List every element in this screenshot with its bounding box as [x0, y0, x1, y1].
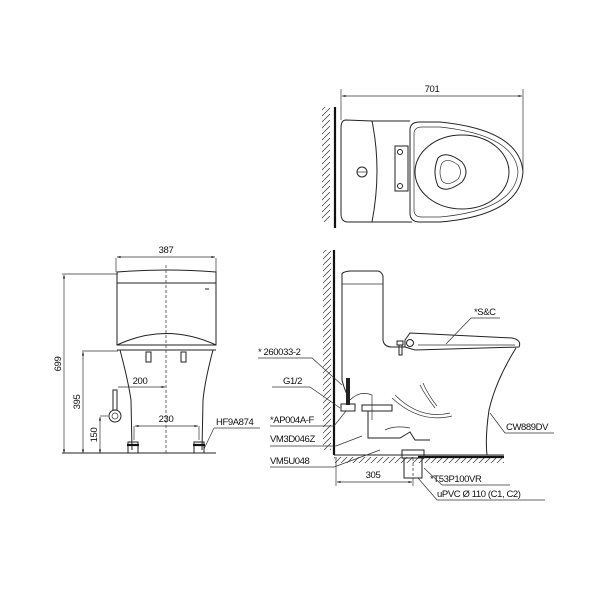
label-drain-pipe: uPVC Ø 110 (C1, C2)	[437, 489, 521, 500]
dimension-supply-offset: 200	[133, 376, 148, 387]
tank-side	[341, 270, 405, 348]
dimension-length: 701	[425, 84, 440, 95]
label-floor-bolt: HF9A874	[216, 417, 253, 428]
dimension-bolt-spacing: 230	[159, 414, 174, 425]
dimension-rough-in: 305	[366, 470, 381, 481]
angle-valve	[340, 403, 356, 412]
floor-bolt-left	[127, 441, 139, 454]
hinge-icon	[406, 339, 414, 347]
side-view: 305 * 260033-2 G1/2 *AP004A-F VM3D046Z V…	[258, 250, 554, 501]
label-flapper: VM5U048	[270, 456, 310, 467]
angle-valve-icon	[108, 409, 122, 423]
tank-front	[116, 269, 217, 346]
tank-top	[340, 119, 378, 223]
supply-hose	[112, 389, 118, 411]
bowl-side	[485, 347, 517, 456]
front-view: 387 699 395 150 200	[53, 245, 260, 455]
wall-hatch	[322, 107, 330, 222]
dimension-width: 387	[159, 245, 174, 256]
label-fill-hose: * 260033-2	[258, 347, 301, 358]
dimension-supply-height: 150	[89, 428, 100, 443]
label-angle-valve: *AP004A-F	[270, 415, 315, 426]
label-flange: *T53P100VR	[430, 474, 482, 485]
dimension-height: 699	[53, 357, 64, 372]
label-seat-cover: *S&C	[474, 307, 496, 318]
top-view: 701	[322, 84, 524, 228]
label-supply-thread: G1/2	[283, 376, 302, 387]
bowl-outlet	[434, 154, 467, 190]
seat-cover	[404, 332, 521, 351]
label-flush-valve: VM3D046Z	[270, 434, 315, 445]
dimension-inlet-height: 395	[72, 395, 83, 410]
hose-fitting	[346, 378, 350, 405]
flush-valve	[361, 404, 393, 412]
hinge	[394, 145, 409, 192]
label-bowl: CW889DV	[506, 422, 549, 433]
seat-outer	[409, 121, 524, 223]
bowl-opening	[414, 134, 510, 210]
